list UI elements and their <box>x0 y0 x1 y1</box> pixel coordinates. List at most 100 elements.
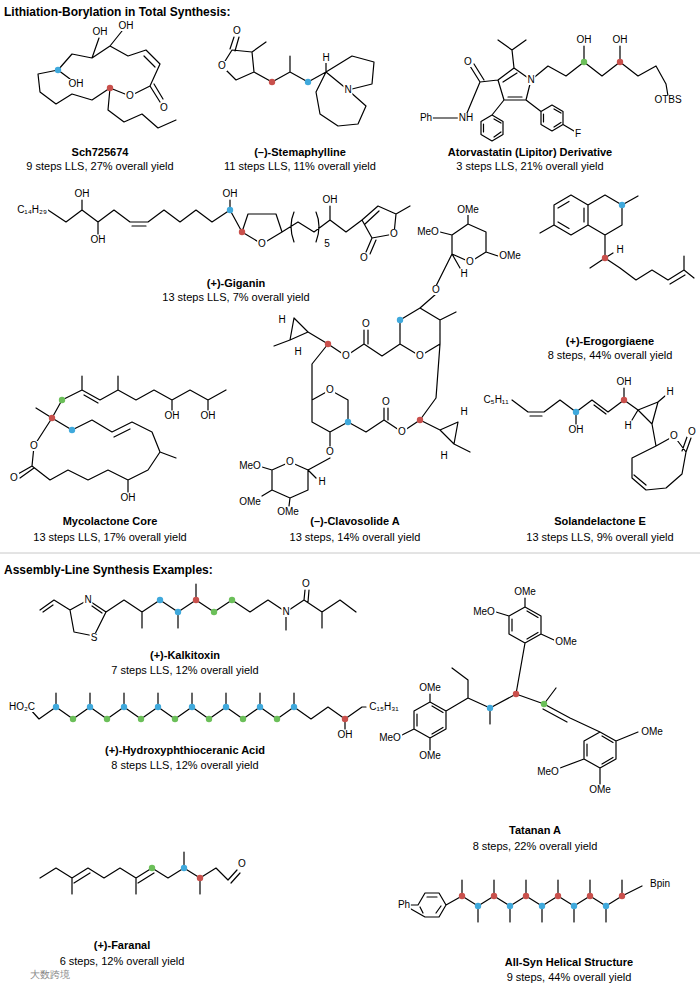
atom-label: O <box>257 239 267 249</box>
green-dot <box>211 609 217 615</box>
atom-label: S <box>90 633 99 643</box>
atom-label: OH <box>120 493 137 503</box>
blue-dot <box>603 903 609 909</box>
atom-label: C₅H₁₁ <box>482 395 509 405</box>
atom-label: OTBS <box>653 95 682 105</box>
atom-label: O <box>687 427 697 437</box>
compound-name: Atorvastatin (Lipitor) Derivative <box>448 147 612 158</box>
yield-note: 8 steps, 22% overall yield <box>473 841 598 852</box>
yield-note: 13 steps LLS, 9% overall yield <box>526 532 673 543</box>
blue-dot <box>69 427 75 433</box>
red-dot <box>49 415 55 421</box>
atom-label: OMe <box>554 637 578 647</box>
atom-label: OH <box>92 27 109 37</box>
blue-dot <box>619 202 625 208</box>
compound-name: Solandelactone E <box>554 516 646 527</box>
compound-name: (+)-Hydroxyphthioceranic Acid <box>105 745 265 756</box>
yield-note: 9 steps, 44% overall yield <box>507 972 632 983</box>
atom-label: N <box>281 607 290 617</box>
compound-name: (–)-Stemaphylline <box>254 147 346 158</box>
red-dot <box>621 397 627 403</box>
atom-label: OH <box>164 411 181 421</box>
blue-dot <box>257 704 263 710</box>
green-dot <box>541 701 547 707</box>
skeletal-structure <box>40 584 356 636</box>
red-dot <box>417 417 423 423</box>
atom-label: O <box>237 859 247 869</box>
blue-dot <box>175 609 181 615</box>
green-dot <box>138 716 144 722</box>
skeletal-structure <box>262 215 498 506</box>
atom-label: OMe <box>238 497 262 507</box>
yield-note: 7 steps LLS, 12% overall yield <box>111 665 258 676</box>
atom-label: OH <box>337 730 354 740</box>
blue-dot <box>227 207 233 213</box>
section-heading: Lithiation-Borylation in Total Synthesis… <box>4 6 230 18</box>
skeletal-structure <box>402 598 638 784</box>
atom-label: O <box>325 385 335 395</box>
atom-label: OMe <box>456 205 480 215</box>
atom-label: OMe <box>588 785 612 795</box>
red-dot <box>619 893 625 899</box>
blue-dot <box>345 419 351 425</box>
atom-label: F <box>574 129 582 139</box>
atom-label: OH <box>222 189 239 199</box>
red-dot <box>269 79 275 85</box>
atom-label: OH <box>90 235 107 245</box>
atom-label: OH <box>568 425 585 435</box>
green-dot <box>229 597 235 603</box>
atom-label: OH <box>68 79 85 89</box>
red-dot <box>459 893 465 899</box>
red-dot <box>617 59 623 65</box>
compound-name: Tatanan A <box>509 825 561 836</box>
skeletal-structure <box>540 195 694 284</box>
red-dot <box>197 875 203 881</box>
blue-dot <box>157 597 163 603</box>
skeletal-structure <box>222 37 374 126</box>
red-dot <box>325 341 331 347</box>
compound-name: All-Syn Helical Structure <box>505 957 633 968</box>
atom-label: O <box>465 257 475 267</box>
atom-label: OH <box>576 35 593 45</box>
compound-name: Mycolactone Core <box>63 516 158 527</box>
skeletal-structure <box>512 388 691 490</box>
section-divider <box>0 553 700 554</box>
red-dot <box>523 893 529 899</box>
yield-note: 8 steps, 44% overall yield <box>548 350 673 361</box>
atom-label: H <box>277 315 286 325</box>
blue-dot <box>55 67 61 73</box>
blue-dot <box>121 704 127 710</box>
atom-label: H <box>459 269 468 279</box>
yield-note: 8 steps LLS, 12% overall yield <box>111 760 258 771</box>
atom-label: OH <box>322 195 339 205</box>
atom-label: N <box>526 75 535 85</box>
atom-label: O <box>389 229 399 239</box>
atom-label: MeO <box>536 767 560 777</box>
green-dot <box>172 716 178 722</box>
atom-label: O <box>159 103 169 113</box>
atom-label: O <box>669 431 679 441</box>
atom-label: O <box>217 61 227 71</box>
skeletal-structure <box>30 693 366 729</box>
watermark: 大数跨境 <box>30 970 70 980</box>
atom-label: OMe <box>513 587 537 597</box>
atom-label: O <box>397 427 407 437</box>
compound-name: Sch725674 <box>72 147 129 158</box>
atom-label: O <box>341 351 351 361</box>
blue-dot <box>189 704 195 710</box>
blue-dot <box>87 704 93 710</box>
red-dot <box>555 893 561 899</box>
atom-label: MeO <box>238 461 262 471</box>
red-dot <box>491 893 497 899</box>
yield-note: 3 steps LLS, 21% overall yield <box>456 161 603 172</box>
blue-dot <box>507 903 513 909</box>
atom-label: N <box>83 595 92 605</box>
compound-name: (+)-Erogorgiaene <box>566 336 654 347</box>
atom-label: H <box>665 387 674 397</box>
green-dot <box>59 397 65 403</box>
atom-label: H <box>459 407 468 417</box>
green-dot <box>581 59 587 65</box>
atom-label: N <box>343 85 352 95</box>
atom-label: Ph <box>419 113 433 123</box>
yield-note: 13 steps LLS, 7% overall yield <box>162 292 309 303</box>
